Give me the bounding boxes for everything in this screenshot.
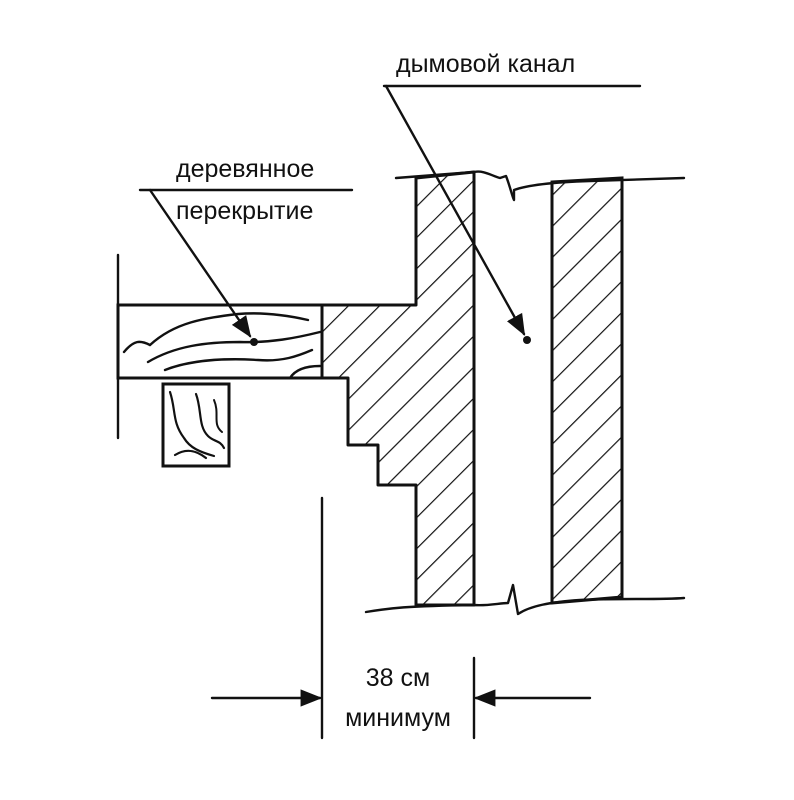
dimension-note: минимум bbox=[345, 704, 451, 732]
chimney-leader-dot bbox=[523, 336, 531, 344]
masonry-left-wall bbox=[320, 170, 476, 607]
leader-lines bbox=[138, 84, 642, 346]
wooden-floor bbox=[116, 253, 418, 468]
floor-label-line1: деревянное bbox=[176, 155, 314, 183]
clearance-dimension bbox=[210, 496, 592, 740]
chimney-top-break-line bbox=[394, 170, 686, 202]
chimney-label: дымовой канал bbox=[396, 50, 575, 78]
chimney-bottom-break-line bbox=[364, 583, 686, 616]
masonry-right-wall bbox=[550, 176, 624, 605]
floor-label-line2: перекрытие bbox=[176, 197, 313, 225]
dimension-value: 38 см bbox=[366, 664, 430, 692]
floor-leader-dot bbox=[250, 338, 258, 346]
masonry bbox=[320, 170, 624, 607]
